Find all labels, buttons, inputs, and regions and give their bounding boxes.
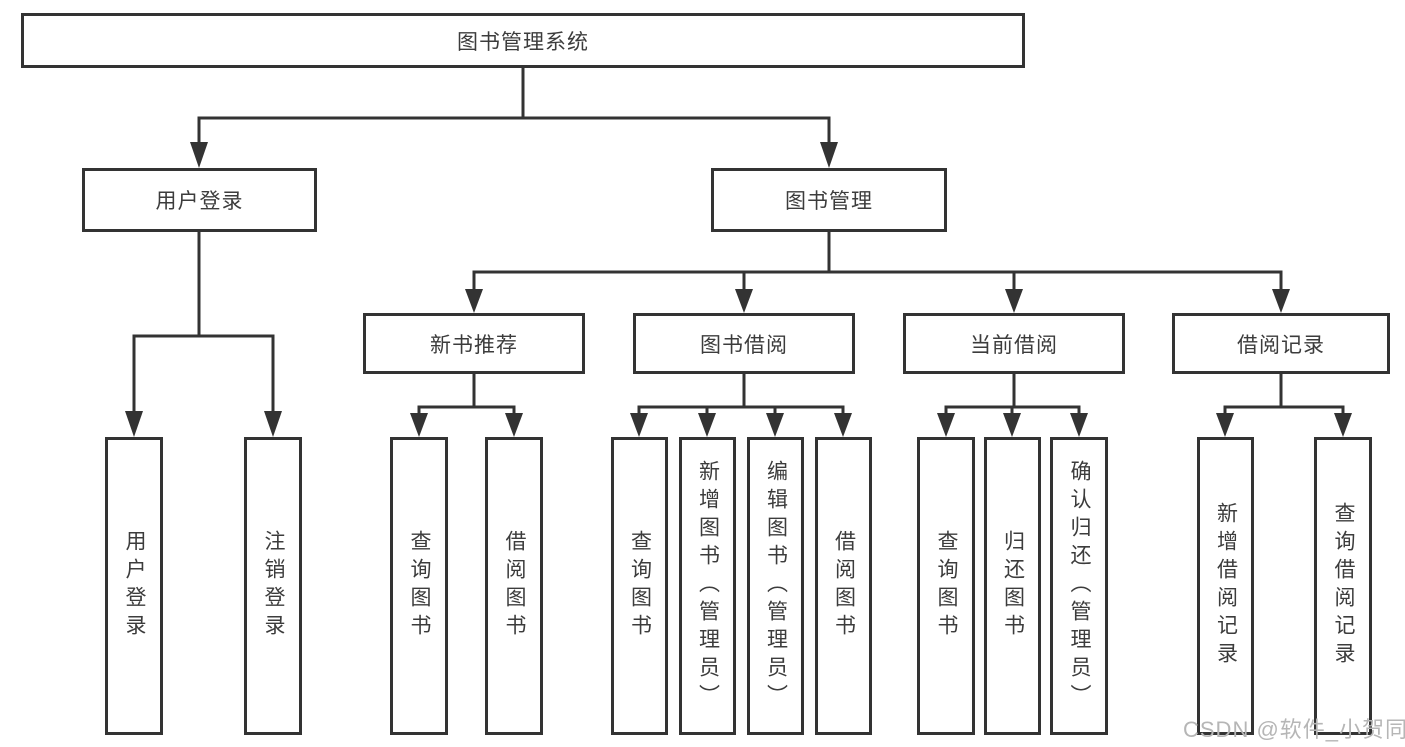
leaf-query-books-current: 查询图书 (917, 437, 975, 735)
node-book-management: 图书管理 (711, 168, 947, 232)
leaf-user-login: 用户登录 (105, 437, 163, 735)
leaf-query-books-recommend: 查询图书 (390, 437, 448, 735)
connector-user-login-children (125, 232, 282, 437)
node-borrow-records: 借阅记录 (1172, 313, 1390, 374)
node-current-borrow: 当前借阅 (903, 313, 1125, 374)
node-book-borrow: 图书借阅 (633, 313, 855, 374)
connector-root-to-level2 (190, 68, 838, 168)
leaf-edit-books-admin: 编辑图书（管理员） (747, 437, 804, 735)
leaf-add-books-admin: 新增图书（管理员） (679, 437, 736, 735)
leaf-borrow-books-recommend: 借阅图书 (485, 437, 543, 735)
connector-book-management-level3 (465, 232, 1290, 313)
leaf-return-books: 归还图书 (984, 437, 1041, 735)
node-new-book-recommend: 新书推荐 (363, 313, 585, 374)
leaf-confirm-return-admin: 确认归还（管理员） (1050, 437, 1108, 735)
node-user-login: 用户登录 (82, 168, 317, 232)
leaf-query-books-borrow: 查询图书 (611, 437, 668, 735)
connector-current-children (937, 374, 1088, 437)
leaf-add-borrow-record: 新增借阅记录 (1197, 437, 1254, 735)
connector-borrow-children (630, 374, 852, 437)
connector-records-children (1216, 374, 1352, 437)
leaf-query-borrow-record: 查询借阅记录 (1314, 437, 1372, 735)
csdn-watermark: CSDN @软件_小贺同学 (1183, 717, 1405, 742)
node-root-system: 图书管理系统 (21, 13, 1025, 68)
leaf-borrow-books: 借阅图书 (815, 437, 872, 735)
connector-recommend-children (410, 374, 523, 437)
leaf-logout: 注销登录 (244, 437, 302, 735)
